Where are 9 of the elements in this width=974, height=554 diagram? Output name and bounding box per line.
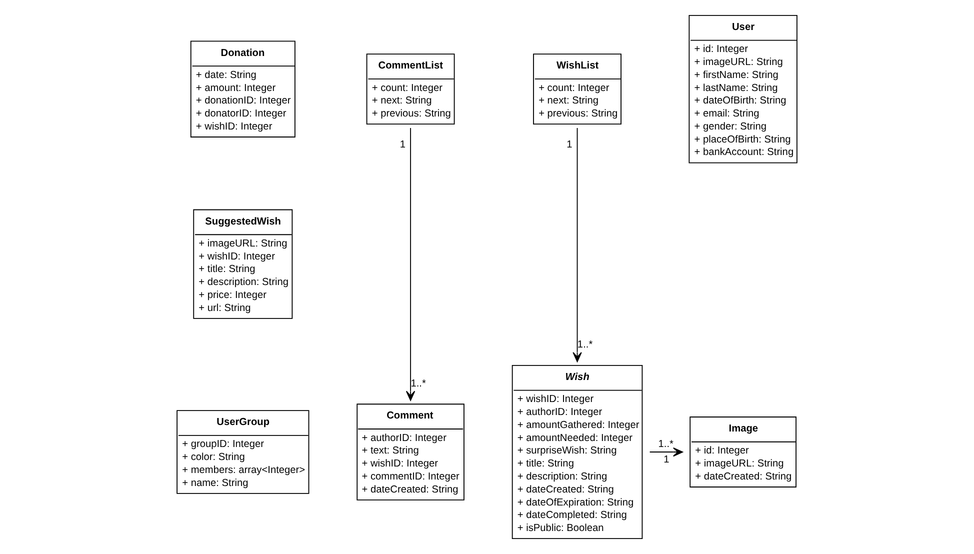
label: 1..*: [410, 378, 426, 390]
arrow: [406, 128, 416, 401]
label: 1..*: [658, 438, 674, 450]
label: 1..*: [577, 340, 593, 351]
arrow: [572, 128, 582, 362]
label: 1: [566, 139, 572, 150]
label: 1: [664, 454, 670, 466]
label: 1: [400, 139, 406, 150]
arrow: [649, 447, 684, 457]
